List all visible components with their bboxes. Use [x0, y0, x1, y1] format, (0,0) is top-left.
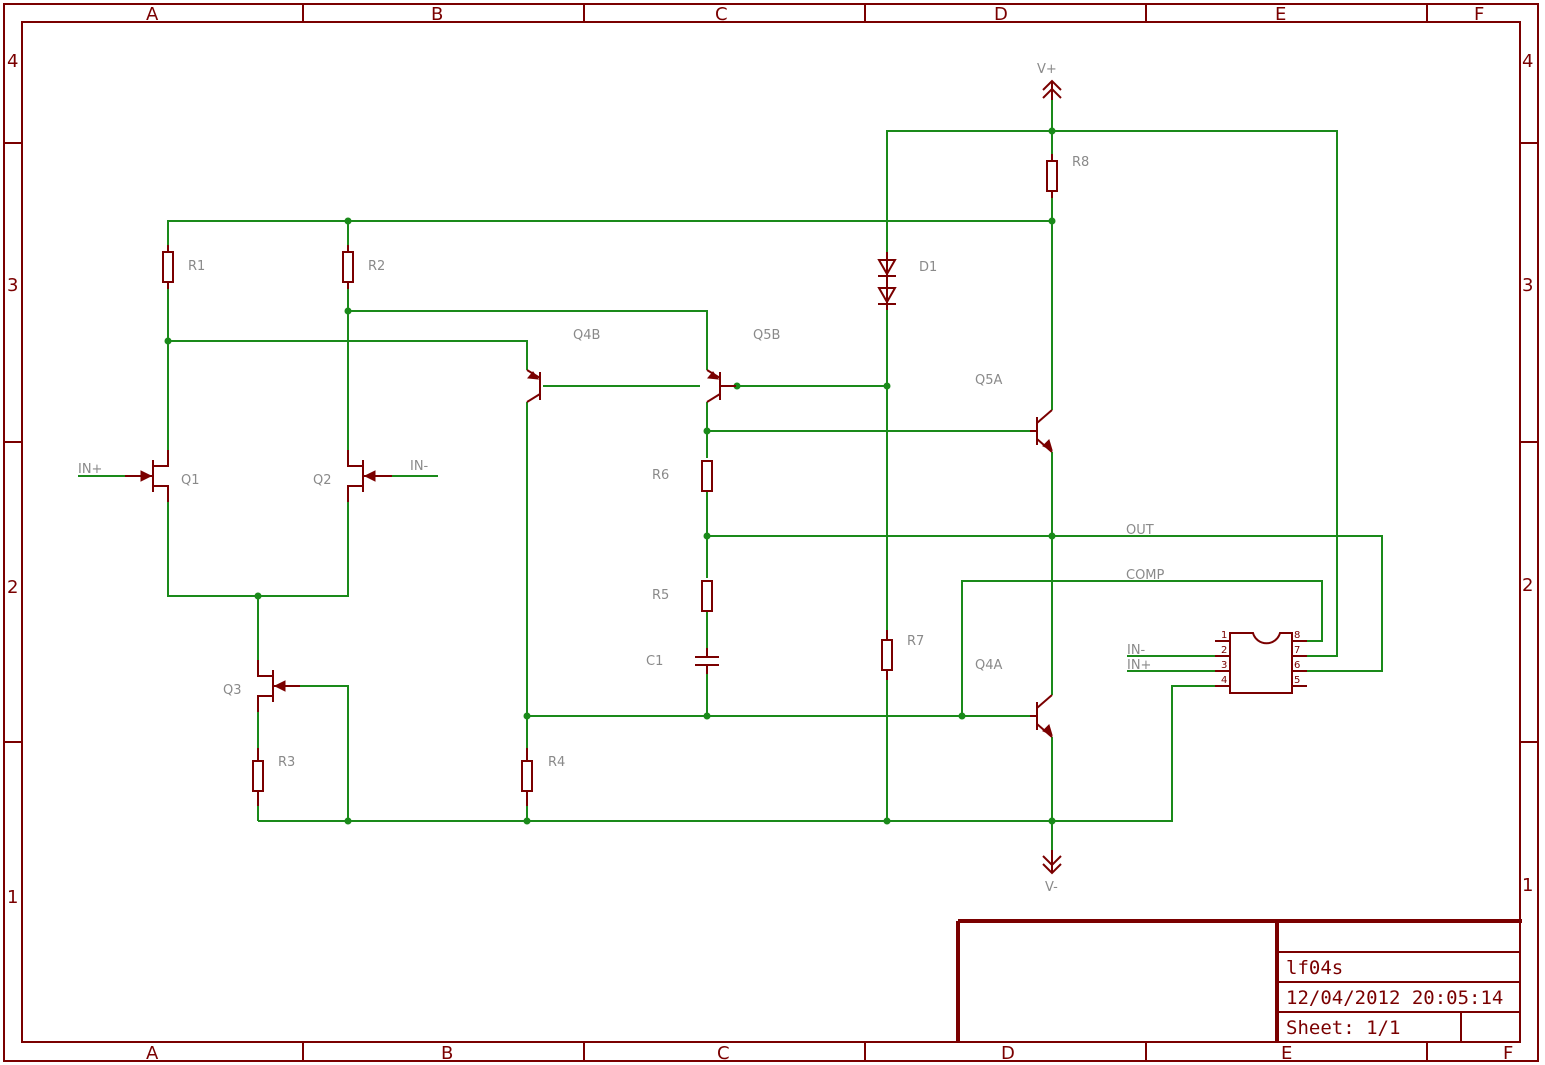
col-label-e-bottom: E [1281, 1043, 1292, 1064]
label-r2: R2 [368, 259, 385, 274]
col-label-f-top: F [1474, 4, 1484, 25]
net-label-in-plus: IN+ [78, 462, 102, 477]
row-label-4-left: 4 [7, 51, 18, 72]
ic-pin-7: 7 [1294, 645, 1300, 656]
row-label-1-right: 1 [1522, 875, 1533, 896]
title-block: lf04s 12/04/2012 20:05:14 Sheet: 1/1 [956, 919, 1522, 1042]
col-label-c-top: C [715, 4, 728, 25]
label-r8: R8 [1072, 155, 1089, 170]
col-label-a-bottom: A [146, 1043, 159, 1064]
ic-pin-8: 8 [1294, 630, 1300, 641]
net-label-out: OUT [1126, 523, 1154, 538]
resistor-r5 [701, 580, 713, 612]
drawing-frame: A B C D E F A B C D E F 4 3 2 1 4 3 2 1 [3, 3, 1539, 1064]
bjt-q5a [1030, 409, 1053, 453]
row-label-3-left: 3 [7, 275, 18, 296]
title-block-sheet: Sheet: 1/1 [1286, 1017, 1400, 1039]
net-labels: IN+ IN- V+ V- OUT COMP IN- IN+ [78, 62, 1165, 895]
net-label-vminus: V- [1045, 880, 1058, 895]
bjt-q5b [706, 369, 736, 403]
label-q4a: Q4A [975, 658, 1003, 673]
title-block-name: lf04s [1286, 957, 1343, 979]
label-q3: Q3 [223, 683, 242, 698]
label-q5a: Q5A [975, 373, 1003, 388]
label-q1: Q1 [181, 473, 200, 488]
jfet-q2 [347, 450, 392, 502]
label-r5: R5 [652, 588, 669, 603]
col-label-d-bottom: D [1001, 1043, 1015, 1064]
resistor-r8 [1046, 154, 1058, 198]
col-label-e-top: E [1275, 4, 1286, 25]
vplus-supply-symbol [1042, 79, 1062, 100]
col-label-f-bottom: F [1503, 1043, 1513, 1064]
title-block-datetime: 12/04/2012 20:05:14 [1286, 987, 1503, 1009]
ic-pin-4: 4 [1221, 675, 1227, 686]
wires [78, 100, 1383, 850]
label-r1: R1 [188, 259, 205, 274]
component-labels: R1 R2 R3 R4 R5 R6 R7 R8 C1 D1 Q1 Q2 Q3 Q… [181, 155, 1089, 770]
junctions [164, 127, 1056, 825]
resistor-r1 [162, 245, 174, 289]
ic-pin-3: 3 [1221, 660, 1227, 671]
vminus-supply-symbol [1042, 850, 1062, 875]
net-label-in-minus: IN- [410, 459, 429, 474]
row-label-4-right: 4 [1522, 51, 1533, 72]
row-label-1-left: 1 [7, 887, 18, 908]
label-r7: R7 [907, 634, 924, 649]
jfet-q3 [257, 660, 300, 712]
row-label-3-right: 3 [1522, 275, 1533, 296]
label-q4b: Q4B [573, 328, 600, 343]
label-r4: R4 [548, 755, 565, 770]
ic-pin-5: 5 [1294, 675, 1300, 686]
net-label-ic-in-plus: IN+ [1127, 658, 1151, 673]
bjt-q4b [526, 369, 541, 403]
capacitor-c1 [695, 648, 719, 674]
label-r3: R3 [278, 755, 295, 770]
resistor-r3 [252, 748, 264, 806]
col-label-c-bottom: C [717, 1043, 730, 1064]
ic-dip8-package: 1 2 3 4 8 7 6 5 [1215, 630, 1307, 694]
label-r6: R6 [652, 468, 669, 483]
label-q5b: Q5B [753, 328, 780, 343]
col-label-d-top: D [994, 4, 1008, 25]
col-label-a-top: A [146, 4, 159, 25]
ic-pin-6: 6 [1294, 660, 1300, 671]
net-label-comp: COMP [1126, 568, 1165, 583]
ic-pin-2: 2 [1221, 645, 1227, 656]
net-label-vplus: V+ [1037, 62, 1057, 77]
resistor-r4 [521, 748, 533, 806]
row-label-2-right: 2 [1522, 575, 1533, 596]
row-label-2-left: 2 [7, 577, 18, 598]
jfet-q1 [125, 450, 169, 502]
label-d1: D1 [919, 260, 937, 275]
resistor-r6 [701, 460, 713, 492]
col-label-b-bottom: B [441, 1043, 453, 1064]
col-label-b-top: B [431, 4, 443, 25]
net-label-ic-in-minus: IN- [1127, 643, 1146, 658]
ic-pin-1: 1 [1221, 630, 1227, 641]
label-c1: C1 [646, 654, 663, 669]
resistor-r7 [881, 630, 893, 680]
label-q2: Q2 [313, 473, 332, 488]
diode-d1 [877, 252, 897, 310]
resistor-r2 [342, 245, 354, 289]
bjt-q4a [1030, 694, 1053, 738]
